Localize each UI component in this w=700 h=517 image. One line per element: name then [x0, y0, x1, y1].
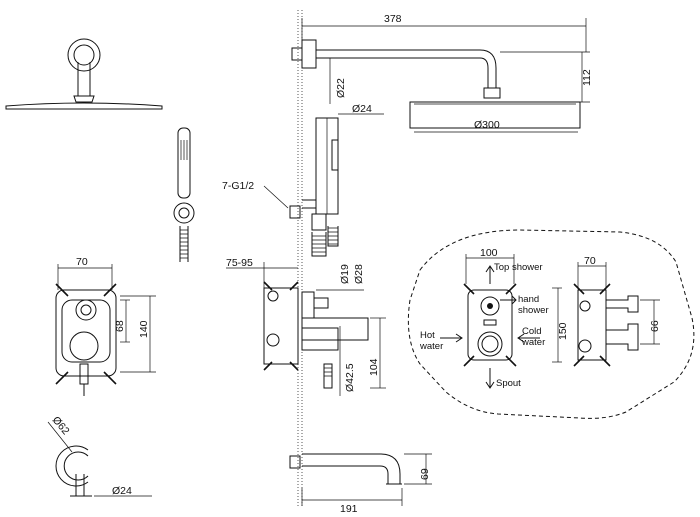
shower-head-side-view — [5, 38, 163, 110]
hand-shower-label-1: hand — [518, 294, 539, 305]
arm-length-label: 378 — [384, 13, 402, 25]
body-height-label: 104 — [368, 358, 380, 376]
cold-water-label-1: Cold — [522, 326, 542, 337]
detail-height-label: 150 — [557, 322, 569, 340]
hose-outlet-view: Ø62 Ø24 — [47, 414, 152, 497]
hand-shower-label-2: shower — [518, 305, 549, 316]
spout-label: Spout — [496, 378, 521, 389]
arm-dia-label: Ø22 — [335, 78, 347, 98]
handle-dia-label: Ø42.5 — [344, 363, 356, 392]
knob-height-front-label: 68 — [114, 320, 126, 332]
detail-width-label: 100 — [480, 247, 498, 259]
spout-length-label: 191 — [340, 503, 358, 515]
detail-bubble: 100 150 Top shower hand shower Cold wate… — [407, 229, 695, 419]
hose-dia-label: Ø24 — [112, 485, 132, 497]
shower-arm-view: 378 112 Ø22 Ø300 — [291, 13, 593, 133]
box-height-front-label: 140 — [138, 320, 150, 338]
box-width-front-label: 70 — [76, 256, 88, 268]
hot-water-label-2: water — [419, 341, 443, 352]
top-shower-label: Top shower — [494, 262, 543, 273]
thread-label: 7-G1/2 — [222, 180, 254, 192]
rail-dia-label: Ø24 — [352, 103, 372, 115]
wall-line — [297, 10, 303, 506]
stem-dia-small-label: Ø19 — [339, 264, 351, 284]
head-dia-label: Ø300 — [474, 119, 500, 131]
mixer-side-view: 75-95 Ø19 Ø28 Ø42.5 104 — [226, 257, 386, 396]
stem-dia-large-label: Ø28 — [353, 264, 365, 284]
mixer-front-view: 70 68 140 — [55, 256, 156, 396]
spout-height-label: 69 — [419, 468, 431, 480]
arm-drop-label: 112 — [581, 69, 593, 86]
escutcheon-dia-label: Ø62 — [50, 414, 72, 437]
cold-water-label-2: water — [521, 337, 545, 348]
slide-rail-view: Ø24 7-G1/2 — [222, 103, 384, 257]
detail-side-width-label: 70 — [584, 255, 596, 267]
detail-side-height-label: 66 — [649, 320, 661, 332]
wall-range-label: 75-95 — [226, 257, 253, 269]
spout-side-view: 191 69 — [289, 453, 432, 515]
hot-water-label-1: Hot — [420, 330, 435, 341]
hand-shower-view — [173, 127, 195, 262]
